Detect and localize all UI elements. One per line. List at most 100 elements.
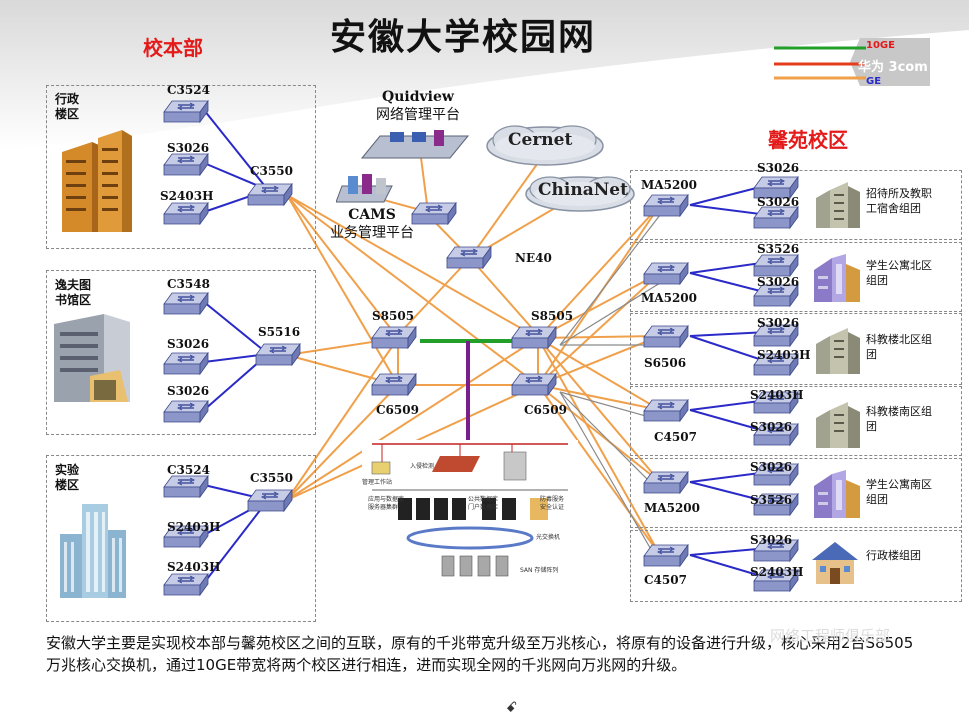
admin-access-3-label: S2403H <box>160 189 214 203</box>
cams-subtitle: 业务管理平台 <box>330 225 414 241</box>
legend-label-ge: GE <box>866 76 882 87</box>
server-db-label: 公共数据库 门户数据库 <box>468 496 498 512</box>
zone-right-1 <box>630 170 962 240</box>
r5-group-label-2: 组团 <box>866 493 888 506</box>
r3-access-2-switch-icon <box>753 353 799 377</box>
cams-server-icon <box>336 174 393 203</box>
lab-agg-label: C3550 <box>250 471 293 485</box>
ids-device-icon <box>432 456 480 472</box>
server-san-label: 光交换机 <box>536 534 561 541</box>
zone-right-2 <box>630 242 962 312</box>
library-access-2-label: S3026 <box>167 337 210 351</box>
data-center-graphic <box>362 440 578 586</box>
r4-agg-label: C4507 <box>654 430 697 444</box>
admin-access-1-label: C3524 <box>167 83 210 97</box>
r1-group-label: 招待所及教职 工宿舍组团 <box>866 186 932 216</box>
s8505-right-switch-icon <box>511 326 557 350</box>
r3-agg-label: S6506 <box>644 356 687 370</box>
watermark-text: 网络工程师俱乐部 <box>770 627 891 645</box>
r5-access-2-label: S3526 <box>750 493 793 507</box>
chinanet-label: ChinaNet <box>538 180 628 200</box>
page-title: 安徽大学校园网 <box>330 17 597 58</box>
r2-access-2-label: S3026 <box>757 275 800 289</box>
server-db-label-1: 公共数据库 <box>468 496 499 503</box>
mgmt-workstation-icon <box>371 461 391 475</box>
library-agg-switch-icon <box>255 343 301 367</box>
server-storage-label: SAN 存储阵列 <box>520 567 559 574</box>
c6509-right-label: C6509 <box>524 403 567 417</box>
s8505-right-label: S8505 <box>531 309 574 323</box>
r4-access-1-label: S2403H <box>750 388 804 402</box>
s8505-left-label: S8505 <box>372 309 415 323</box>
zone-admin-label-2: 楼区 <box>55 107 80 121</box>
cernet-label: Cernet <box>508 130 573 150</box>
admin-agg-label: C3550 <box>250 164 293 178</box>
r6-access-2-label: S2403H <box>750 565 804 579</box>
zone-lab-label-1: 实验 <box>55 463 80 477</box>
r3-agg-switch-icon <box>643 325 689 349</box>
zone-library-label: 逸夫图 书馆区 <box>55 278 91 308</box>
c6509-left-switch-icon <box>371 373 417 397</box>
r5-agg-label: MA5200 <box>644 501 700 515</box>
c6509-left-label: C6509 <box>376 403 419 417</box>
r1-agg-switch-icon <box>643 194 689 218</box>
zone-right-4 <box>630 386 962 456</box>
server-cluster-label-2: 服务器集群 <box>368 504 399 511</box>
workstation-platform-icon <box>360 130 470 159</box>
legend-backdrop <box>850 38 930 86</box>
r6-agg-switch-icon <box>643 544 689 568</box>
ne40-label: NE40 <box>515 251 552 265</box>
lab-access-2-switch-icon <box>163 525 209 549</box>
dorm-north-building-icon <box>814 254 860 302</box>
legend-label-10ge: 10GE <box>866 40 895 51</box>
lab-agg-switch-icon <box>247 489 293 513</box>
admin-building-icon <box>62 130 132 232</box>
chinanet-cloud-icon <box>525 176 635 212</box>
zone-right-6 <box>630 530 962 602</box>
storage-array-icon <box>441 555 509 577</box>
r2-agg-label: MA5200 <box>641 291 697 305</box>
r3-group-label-2: 团 <box>866 348 877 361</box>
zone-right-3 <box>630 313 962 385</box>
r5-group-label-1: 学生公寓南区 <box>866 478 932 491</box>
science-north-building-icon <box>816 328 860 374</box>
lab-building-icon <box>60 504 126 598</box>
r4-access-2-label: S3026 <box>750 420 793 434</box>
science-south-building-icon <box>816 402 860 448</box>
lab-access-2-label: S2403H <box>167 520 221 534</box>
footer-mark-icon: ꗃ <box>506 700 518 716</box>
r5-access-1-switch-icon <box>753 463 799 487</box>
r6-access-1-switch-icon <box>753 539 799 563</box>
library-access-3-label: S3026 <box>167 384 210 398</box>
r5-access-1-label: S3026 <box>750 460 793 474</box>
r2-group-label-1: 学生公寓北区 <box>866 259 932 272</box>
ge-links <box>286 149 561 501</box>
server-av-label: 防毒服务 安全认证 <box>540 496 564 512</box>
r4-access-2-switch-icon <box>753 423 799 447</box>
zone-library-label-1: 逸夫图 <box>55 278 92 292</box>
r4-group-label-2: 团 <box>866 420 877 433</box>
r6-access-1-label: S3026 <box>750 533 793 547</box>
r3-access-1-label: S3026 <box>757 316 800 330</box>
lab-access-3-switch-icon <box>163 573 209 597</box>
legend-label-huawei: 华为 3com <box>858 60 928 75</box>
r4-group-label: 科教楼南区组 团 <box>866 404 932 434</box>
zone-library-label-2: 书馆区 <box>55 293 92 307</box>
guesthouse-building-icon <box>816 182 860 228</box>
quidview-title: Quidview <box>382 89 454 105</box>
quidview-subtitle: 网络管理平台 <box>376 107 460 123</box>
r4-group-label-1: 科教楼南区组 <box>866 405 932 418</box>
r3-group-label: 科教楼北区组 团 <box>866 332 932 362</box>
library-access-1-switch-icon <box>163 292 209 316</box>
firewall-rack-icon <box>503 451 527 481</box>
ne40-switch-icon <box>446 246 492 270</box>
r3-access-1-switch-icon <box>753 324 799 348</box>
zone-lab-label-2: 楼区 <box>55 478 80 492</box>
library-building-icon <box>54 314 130 402</box>
campus-main-label: 校本部 <box>143 36 203 60</box>
r5-agg-switch-icon <box>643 471 689 495</box>
server-cluster-label-1: 应用与数据库 <box>368 496 405 503</box>
server-cluster-icon <box>398 498 516 520</box>
server-ids-label: 入侵检测 <box>410 463 435 470</box>
